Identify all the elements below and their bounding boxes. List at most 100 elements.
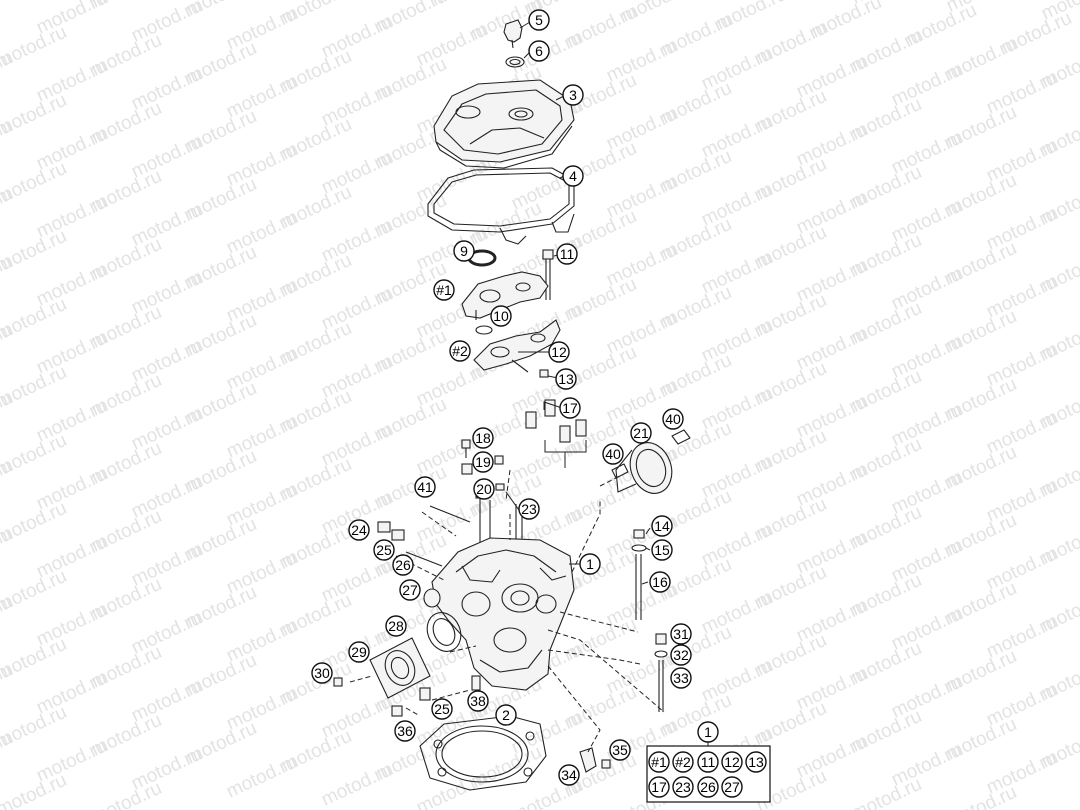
callout-circle — [399, 579, 421, 601]
callout-circle — [311, 662, 333, 684]
part-18-stud — [461, 439, 471, 458]
callout-number: 34 — [561, 767, 577, 783]
callout-c33: 33 — [670, 667, 692, 689]
watermark-text: motod.ru — [0, 770, 70, 810]
callout-c17: 17 — [559, 397, 581, 419]
part-38-plug — [471, 675, 481, 691]
callout-circle — [745, 751, 767, 773]
callout-c4: 4 — [562, 165, 584, 187]
part-30-nut — [333, 677, 343, 687]
callout-c35: 35 — [609, 739, 631, 761]
callout-number: 30 — [314, 665, 330, 681]
callout-c1c: 1 — [697, 721, 719, 743]
callout-circle — [649, 571, 671, 593]
callout-circle — [670, 644, 692, 666]
callout-c28: 28 — [385, 615, 407, 637]
callout-number: 19 — [475, 454, 491, 470]
callout-circle — [528, 9, 550, 31]
callout-c5: 5 — [528, 9, 550, 31]
callout-circle — [472, 451, 494, 473]
part-16-stud — [635, 554, 642, 620]
kit-item-callout: 11 — [697, 751, 719, 773]
part-40-clamp-a — [671, 429, 691, 445]
callout-number: 27 — [724, 779, 740, 795]
callout-number: 26 — [395, 557, 411, 573]
callout-circle — [602, 443, 624, 465]
callout-circle — [433, 279, 455, 301]
part-19-nut — [461, 455, 504, 475]
watermark-text: motod.ru — [223, 752, 300, 803]
callout-circle — [467, 690, 489, 712]
callout-circle — [348, 519, 370, 541]
callout-number: 26 — [700, 779, 716, 795]
callout-c31: 31 — [670, 623, 692, 645]
part-27-seal — [423, 588, 441, 608]
part-25-spark-sleeve — [391, 529, 405, 541]
callout-number: #1 — [436, 282, 452, 298]
callout-c32: 32 — [670, 644, 692, 666]
callout-number: 12 — [724, 754, 740, 770]
callout-number: #1 — [651, 754, 667, 770]
part-29-exhaust-flange — [369, 637, 431, 699]
callout-circle — [431, 698, 453, 720]
callout-c3: 3 — [562, 84, 584, 106]
callout-number: 14 — [654, 518, 670, 534]
callout-number: 33 — [673, 670, 689, 686]
callout-circle — [558, 764, 580, 786]
watermark-text: motod.ru — [318, 760, 395, 810]
callout-number: 15 — [654, 542, 670, 558]
parts-drawing — [333, 19, 691, 791]
kit-item-callout: 12 — [721, 751, 743, 773]
callout-c25b: 25 — [431, 698, 453, 720]
callout-c11a: 11 — [556, 243, 578, 265]
part-34-fitting — [579, 747, 597, 773]
callout-c27: 27 — [399, 579, 421, 601]
part-35-plug — [601, 759, 611, 769]
part-1-cylinder-head — [431, 537, 575, 691]
callout-number: 18 — [475, 430, 491, 446]
callout-circle — [721, 776, 743, 798]
callout-number: 1 — [586, 556, 594, 572]
callout-number: 32 — [673, 647, 689, 663]
callout-circle — [697, 776, 719, 798]
callout-circle — [562, 84, 584, 106]
callout-number: 20 — [476, 481, 492, 497]
kit-item-callout: 13 — [745, 751, 767, 773]
callout-number: 17 — [651, 779, 667, 795]
callout-circle — [672, 776, 694, 798]
part-14-nut — [633, 529, 645, 539]
callout-c9: 9 — [453, 240, 475, 262]
part-11-bolt — [542, 249, 554, 300]
callout-c1b: 1 — [579, 553, 601, 575]
callout-number: 5 — [535, 12, 543, 28]
callout-number: 24 — [351, 522, 367, 538]
callout-circle — [630, 422, 652, 444]
part-4-gasket — [427, 167, 575, 245]
part-41-dowel — [429, 505, 471, 523]
callout-circle — [394, 720, 416, 742]
kit-item-callout: #1 — [648, 751, 670, 773]
kit-item-callout: 17 — [648, 776, 670, 798]
callout-number: 36 — [397, 723, 413, 739]
watermark-text: motod.ru — [848, 774, 925, 810]
callout-c2: 2 — [495, 704, 517, 726]
callout-c18: 18 — [472, 427, 494, 449]
callout-number: #2 — [452, 343, 468, 359]
callout-number: 25 — [434, 701, 450, 717]
callout-c6: 6 — [528, 40, 550, 62]
callout-c23: 23 — [518, 498, 540, 520]
callout-circle — [672, 751, 694, 773]
part-cam-bridge-1 — [461, 271, 549, 320]
callout-circle — [670, 623, 692, 645]
callout-number: 41 — [417, 479, 433, 495]
callout-number: 1 — [704, 724, 712, 740]
callout-circle — [373, 539, 395, 561]
kit-item-callout: 26 — [697, 776, 719, 798]
callout-number: 38 — [470, 693, 486, 709]
part-31-nut — [655, 633, 667, 645]
part-2-head-gasket — [419, 715, 547, 791]
callout-circle — [449, 340, 471, 362]
callout-c16: 16 — [649, 571, 671, 593]
part-33-stud — [658, 660, 664, 712]
